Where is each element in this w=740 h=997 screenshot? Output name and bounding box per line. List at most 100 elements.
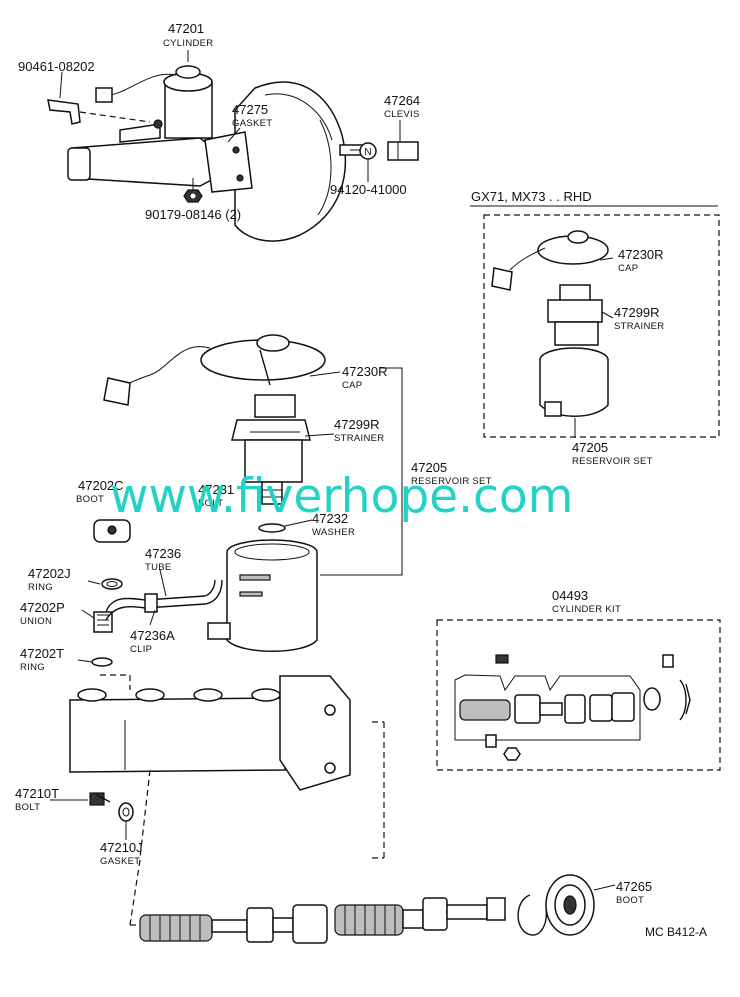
label-47236A: 47236A CLIP: [130, 628, 175, 655]
label-47202P-name: UNION: [20, 616, 52, 627]
nut-90179: [183, 189, 203, 203]
label-47231: 47231 BOLT: [198, 482, 234, 509]
label-47264: 47264 CLEVIS: [384, 93, 420, 120]
label-47210T: 47210T BOLT: [15, 786, 59, 813]
label-47230R-rhd-name: CAP: [618, 263, 638, 274]
cylinder-body: [69, 675, 351, 791]
master-cylinder-top: [67, 65, 253, 193]
tube-47236: [105, 579, 223, 621]
label-47275: 47275 GASKET: [232, 102, 272, 129]
label-47202C-name: BOOT: [76, 494, 104, 505]
rhd-strainer: [547, 284, 603, 346]
rhd-tank: [539, 347, 609, 417]
cylinder-kit-box: [436, 619, 721, 771]
label-47236A-name: CLIP: [130, 644, 152, 655]
reservoir-cap: [103, 334, 326, 406]
label-47230R-rhd: 47230R CAP: [618, 247, 664, 274]
label-47210T-name: BOLT: [15, 802, 40, 813]
label-47205-rhd: 47205 RESERVOIR SET: [572, 440, 653, 467]
label-47210J-name: GASKET: [100, 856, 140, 867]
label-47265-num: 47265: [616, 879, 652, 894]
snap-ring: [517, 894, 547, 936]
label-47236-name: TUBE: [145, 562, 172, 573]
label-47210J-num: 47210J: [100, 840, 143, 855]
label-90461-num: 90461-08202: [18, 59, 95, 74]
label-47236-num: 47236: [145, 546, 181, 561]
label-47201-num: 47201: [168, 21, 204, 36]
label-94120-num: 94120-41000: [330, 182, 407, 197]
label-04493-name: CYLINDER KIT: [552, 604, 621, 615]
boot-47265: [545, 874, 595, 936]
kit-pistons: [459, 679, 691, 724]
label-47299R-main-num: 47299R: [334, 417, 380, 432]
label-47232-name: WASHER: [312, 527, 355, 538]
rhd-box: [483, 214, 720, 438]
bracket-90461: [47, 99, 81, 125]
label-47202T-num: 47202T: [20, 646, 64, 661]
label-47230R-main-num: 47230R: [342, 364, 388, 379]
label-47230R-rhd-num: 47230R: [618, 247, 664, 262]
washer-47232: [258, 523, 286, 533]
label-47299R-main: 47299R STRAINER: [334, 417, 384, 444]
label-04493-num: 04493: [552, 588, 588, 603]
label-47205-rhd-name: RESERVOIR SET: [572, 456, 653, 467]
ring-47202J: [101, 578, 123, 590]
reservoir-strainer: [231, 394, 311, 483]
reservoir-tank: [207, 539, 318, 652]
n-badge-letter: N: [364, 147, 371, 158]
n-badge: N: [359, 142, 377, 160]
label-47210J: 47210J GASKET: [100, 840, 143, 867]
label-47202J: 47202J RING: [28, 566, 71, 593]
label-47202P: 47202P UNION: [20, 600, 65, 627]
spring-rear: [334, 904, 404, 936]
label-47202C-num: 47202C: [78, 478, 124, 493]
ring-47202T: [91, 657, 113, 667]
label-04493: 04493 CYLINDER KIT: [552, 588, 621, 615]
clevis-47264: [387, 141, 419, 161]
label-47205-main: 47205 RESERVOIR SET: [411, 460, 492, 487]
label-47201: 47201 CYLINDER: [163, 21, 213, 49]
label-47230R-main: 47230R CAP: [342, 364, 388, 391]
label-90179: 90179-08146 (2): [145, 207, 241, 222]
label-47275-num: 47275: [232, 102, 268, 117]
label-47202T-name: RING: [20, 662, 45, 673]
label-47299R-rhd-name: STRAINER: [614, 321, 664, 332]
label-47299R-main-name: STRAINER: [334, 433, 384, 444]
label-47202J-name: RING: [28, 582, 53, 593]
rhd-subtitle: GX71, MX73 . . RHD: [471, 189, 592, 204]
label-47232-num: 47232: [312, 511, 348, 526]
label-47275-name: GASKET: [232, 118, 272, 129]
bolt-47210T: [89, 792, 111, 806]
label-47202P-num: 47202P: [20, 600, 65, 615]
label-47264-name: CLEVIS: [384, 109, 420, 120]
watermark: www.fiverhope.com: [110, 469, 573, 524]
label-47299R-rhd: 47299R STRAINER: [614, 305, 664, 332]
label-47201-name: CYLINDER: [163, 38, 213, 49]
label-47210T-num: 47210T: [15, 786, 59, 801]
label-47205-main-num: 47205: [411, 460, 447, 475]
label-47265: 47265 BOOT: [616, 879, 652, 906]
figure-code: MC B412-A: [645, 925, 707, 939]
label-47205-rhd-num: 47205: [572, 440, 608, 455]
label-47230R-main-name: CAP: [342, 380, 362, 391]
kit-small-parts: [485, 654, 674, 761]
brake-booster: [234, 81, 366, 242]
label-47202C: 47202C BOOT: [76, 478, 124, 505]
label-47202T: 47202T RING: [20, 646, 64, 673]
label-90179-num: 90179-08146 (2): [145, 207, 241, 222]
label-47299R-rhd-num: 47299R: [614, 305, 660, 320]
label-47265-name: BOOT: [616, 895, 644, 906]
rhd-cap: [491, 230, 609, 291]
label-47236A-num: 47236A: [130, 628, 175, 643]
spring-front: [139, 914, 213, 942]
boot-47202C: [93, 519, 131, 543]
label-94120: 94120-41000: [330, 182, 407, 197]
label-47231-name: BOLT: [198, 498, 223, 509]
label-90461: 90461-08202: [18, 59, 95, 74]
bolt-47231: [261, 481, 283, 505]
label-47202J-num: 47202J: [28, 566, 71, 581]
gasket-47210J: [118, 802, 134, 822]
label-47205-main-name: RESERVOIR SET: [411, 476, 492, 487]
